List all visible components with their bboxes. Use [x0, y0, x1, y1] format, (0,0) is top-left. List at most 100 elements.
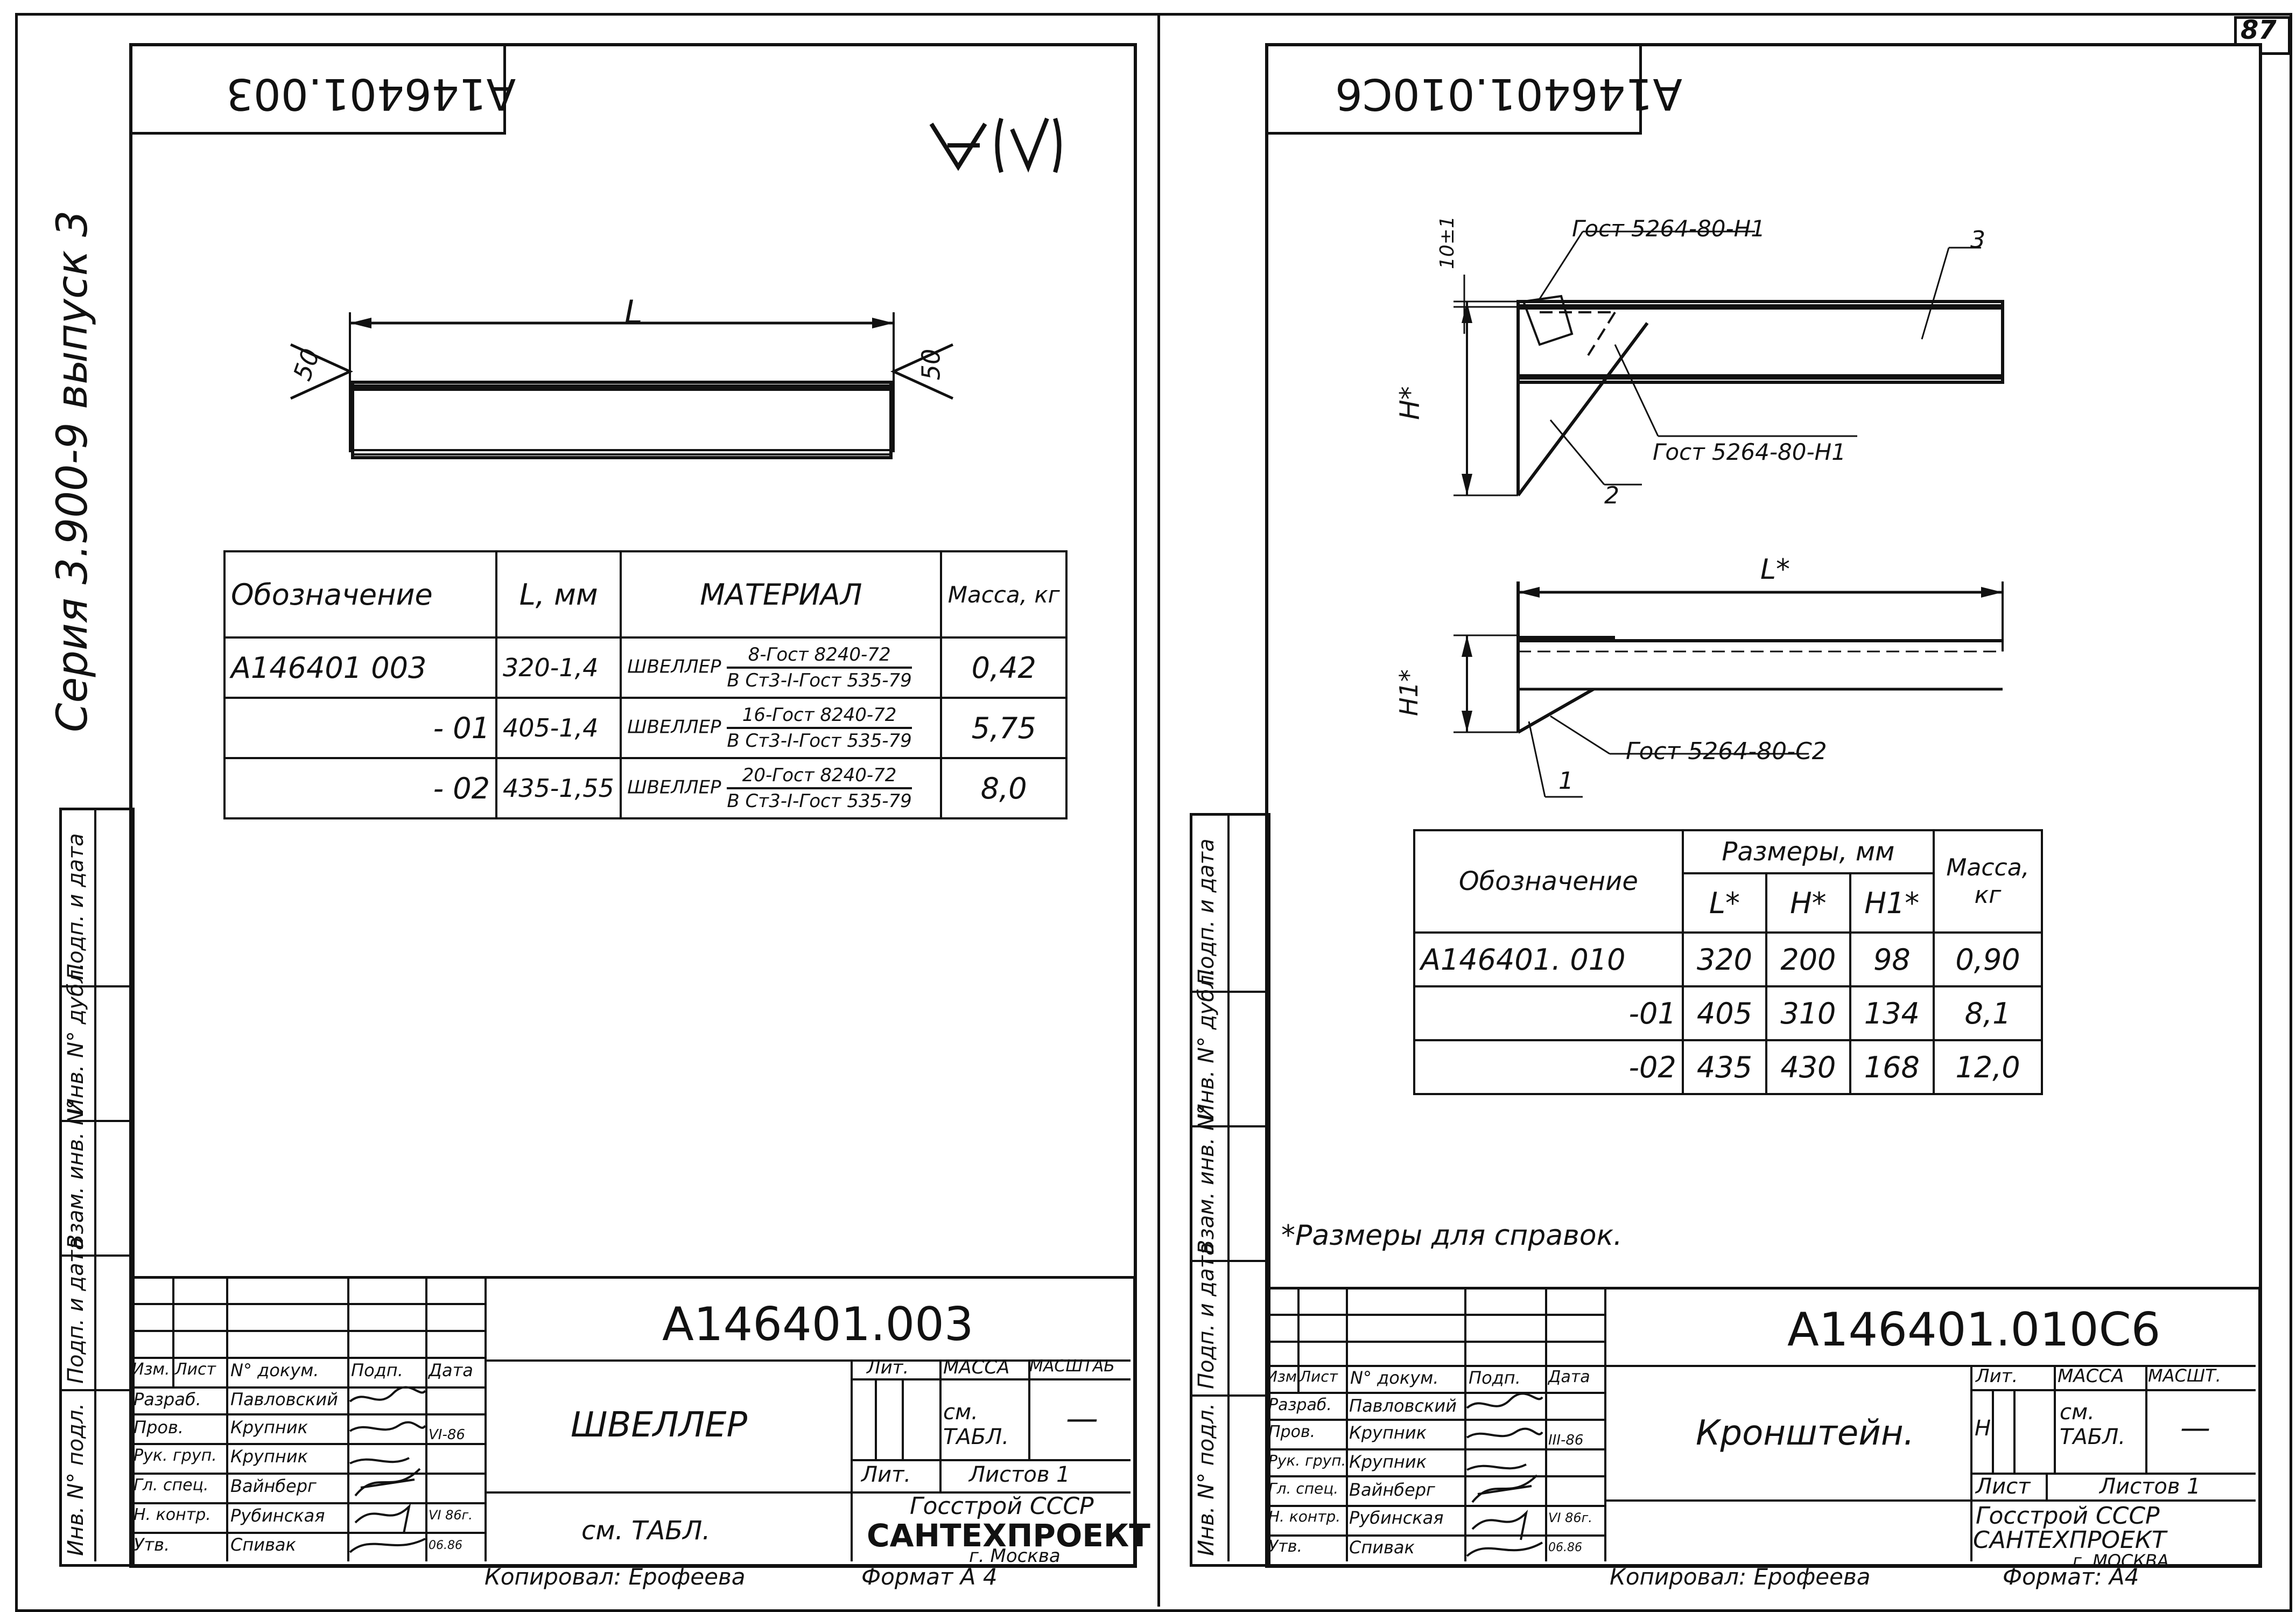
role-label: Рук. груп. — [1268, 1452, 1346, 1469]
row-H: 430 — [1765, 1039, 1851, 1095]
right-doc-code: A146401.010C6 — [1787, 1303, 2161, 1357]
role-label: Разраб. — [1268, 1396, 1332, 1414]
role-date: III-86 — [1548, 1432, 1584, 1448]
role-name: Спивак — [230, 1534, 296, 1555]
label-dim-L: L* — [1760, 553, 1790, 586]
right-signatures — [1466, 1392, 1543, 1557]
left-top-stamp — [129, 43, 506, 135]
role-name: Павловский — [230, 1389, 338, 1410]
left-head-podp: Подп. — [351, 1360, 403, 1380]
table-row: - 01 405-1,4 ШВЕЛЛЕР 16-Гост 8240-72 В С… — [223, 697, 1068, 759]
mat-steel: В Ст3-I-Гост 535-79 — [727, 670, 912, 691]
label-pos-2: 2 — [1604, 482, 1619, 509]
right-listov: Листов 1 — [2100, 1474, 2201, 1499]
channel-drawing — [290, 312, 954, 459]
right-side-strip — [1190, 813, 1270, 1567]
table-row: -02 435 430 168 12,0 — [1413, 1039, 2043, 1095]
right-top-stamp-text: A146401.010C6 — [1335, 69, 1682, 119]
left-top-stamp-text: A146401.003 — [226, 69, 516, 119]
role-name: Рубинская — [1349, 1508, 1444, 1528]
r-head-data: Дата — [1548, 1368, 1590, 1386]
right-org1: Госстрой СССР — [1976, 1502, 2160, 1530]
side-stamp-1: Подп. и дата — [64, 833, 88, 980]
role-name: Крупник — [1349, 1422, 1427, 1443]
right-mass-val: см. ТАБЛ. — [2060, 1400, 2126, 1449]
role-date: 06.86 — [429, 1539, 462, 1552]
role-label: Рук. груп. — [134, 1446, 217, 1465]
row-mass: 0,42 — [940, 636, 1068, 699]
left-head-list: Лист — [175, 1360, 216, 1379]
table-row: - 02 435-1,55 ШВЕЛЛЕР 20-Гост 8240-72 В … — [223, 757, 1068, 819]
row-mass: 8,0 — [940, 757, 1068, 819]
right-lit-val: Н — [1975, 1416, 1991, 1441]
left-massa: МАССА — [943, 1357, 1010, 1378]
left-part-name: ШВЕЛЛЕР — [571, 1405, 748, 1445]
roughness-icon — [929, 117, 1062, 173]
right-scale-val: — — [2180, 1411, 2210, 1446]
left-spec-table: Обозначение L, мм МАТЕРИАЛ Масса, кг A14… — [223, 550, 1068, 819]
left-title-block — [129, 1276, 1136, 1567]
r-side-stamp-2: Взам. инв. N° — [1194, 1104, 1219, 1254]
left-mass-val: см. ТАБЛ. — [943, 1400, 1009, 1449]
th-L: L* — [1681, 872, 1768, 934]
label-dim-H: H* — [1394, 386, 1426, 420]
row-L: 435 — [1681, 1039, 1768, 1095]
r-side-stamp-4: Подп. и дата — [1194, 1242, 1219, 1389]
right-title-block — [1265, 1287, 2261, 1567]
role-name: Крупник — [230, 1417, 308, 1438]
role-date: VI 86г. — [429, 1508, 473, 1523]
row-mass: 5,75 — [940, 697, 1068, 759]
role-name: Спивак — [1349, 1537, 1415, 1558]
label-dim-10: 10±1 — [1436, 216, 1458, 269]
row-L: 320 — [1681, 931, 1768, 987]
role-name: Рубинская — [230, 1505, 325, 1526]
th-H1: H1* — [1849, 872, 1935, 934]
row-mass: 12,0 — [1933, 1039, 2043, 1095]
mat-steel: В Ст3-I-Гост 535-79 — [727, 730, 912, 752]
row-material: ШВЕЛЛЕР 16-Гост 8240-72 В Ст3-I-Гост 535… — [620, 697, 943, 759]
role-label: Н. контр. — [134, 1505, 211, 1524]
mat-steel: В Ст3-I-Гост 535-79 — [727, 790, 912, 812]
role-label: Утв. — [134, 1534, 170, 1555]
left-listov: Листов 1 — [969, 1462, 1070, 1487]
left-org1: Госстрой СССР — [910, 1492, 1094, 1520]
row-code: - 01 — [223, 697, 497, 759]
r-side-stamp-1: Подп. и дата — [1194, 838, 1219, 985]
role-name: Вайнберг — [1349, 1480, 1435, 1500]
th-dims: Размеры, мм — [1681, 829, 1935, 874]
th-mass: Масса, кг — [940, 550, 1068, 639]
row-H: 200 — [1765, 931, 1851, 987]
right-part-name: Кронштейн. — [1696, 1413, 1915, 1453]
right-copied: Копировал: Ерофеева — [1610, 1564, 1871, 1590]
table-row: -01 405 310 134 8,1 — [1413, 985, 2043, 1041]
right-top-stamp — [1265, 43, 1642, 135]
table-row: A146401 003 320-1,4 ШВЕЛЛЕР 8-Гост 8240-… — [223, 636, 1068, 699]
row-code: -01 — [1413, 985, 1684, 1041]
mat-profile: 8-Гост 8240-72 — [727, 643, 912, 669]
row-code: -02 — [1413, 1039, 1684, 1095]
r-head-izm: Изм. — [1266, 1368, 1302, 1385]
left-org3: г. Москва — [969, 1545, 1061, 1567]
left-copied: Копировал: Ерофеева — [485, 1564, 746, 1590]
right-org3: г. МОСКВА — [2073, 1551, 2169, 1571]
role-label: Утв. — [1268, 1537, 1302, 1556]
th-H: H* — [1765, 872, 1851, 934]
row-H: 310 — [1765, 985, 1851, 1041]
row-length: 435-1,55 — [495, 757, 622, 819]
row-mass: 0,90 — [1933, 931, 2043, 987]
page-number-box — [2234, 16, 2291, 55]
bracket-drawing-plan — [1454, 581, 2004, 798]
role-date: VI 86г. — [1548, 1510, 1592, 1525]
center-divider — [1157, 13, 1160, 1607]
left-doc-code: A146401.003 — [662, 1298, 974, 1351]
right-lit: Лит. — [1976, 1365, 2018, 1387]
th-mass: Масса, кг — [1933, 829, 2043, 934]
role-label: Разраб. — [134, 1389, 201, 1410]
left-scale-val: — — [1066, 1400, 1098, 1438]
left-lit: Лит. — [867, 1357, 909, 1378]
right-org2: САНТЕХПРОЕКТ — [1973, 1526, 2166, 1554]
mat-type: ШВЕЛЛЕР — [627, 716, 721, 738]
left-head-doc: N° докум. — [230, 1360, 319, 1380]
label-gost-mid: Гост 5264-80-Н1 — [1653, 439, 1846, 465]
th-designation: Обозначение — [223, 550, 497, 639]
